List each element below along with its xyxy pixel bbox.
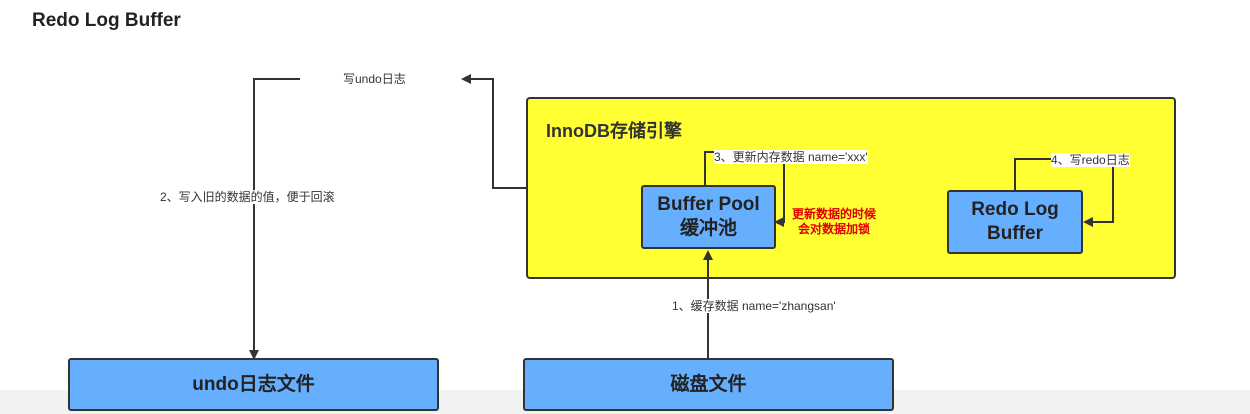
label-cache-data: 1、缓存数据 name='zhangsan' [672, 299, 836, 313]
label-write-redo-log: 4、写redo日志 [1051, 153, 1130, 167]
buffer-pool-subtitle: 缓冲池 [679, 218, 737, 239]
redo-log-buffer-node[interactable]: Redo Log Buffer [947, 190, 1083, 254]
lock-note: 更新数据的时候 会对数据加锁 [786, 207, 882, 237]
buffer-pool-node[interactable]: Buffer Pool 缓冲池 [641, 185, 776, 249]
arrow-engine-to-undo-log [461, 74, 526, 189]
innodb-engine-title: InnoDB存储引擎 [546, 121, 682, 141]
lock-note-line1: 更新数据的时候 [791, 207, 876, 221]
page-title: Redo Log Buffer [32, 10, 181, 31]
undo-log-file-node[interactable]: undo日志文件 [68, 358, 439, 411]
arrow-undo-log-to-undo-file [249, 78, 300, 360]
disk-file-label: 磁盘文件 [670, 373, 747, 395]
label-write-old-value: 2、写入旧的数据的值，便于回滚 [160, 190, 335, 204]
redo-log-buffer-subtitle: Buffer [987, 223, 1043, 244]
buffer-pool-title: Buffer Pool [657, 194, 760, 215]
label-write-undo-log: 写undo日志 [343, 72, 406, 86]
lock-note-line2: 会对数据加锁 [797, 222, 870, 236]
label-update-memory: 3、更新内存数据 name='xxx' [714, 150, 868, 164]
undo-log-file-label: undo日志文件 [192, 373, 315, 395]
disk-file-node[interactable]: 磁盘文件 [523, 358, 894, 411]
redo-log-buffer-title: Redo Log [971, 199, 1059, 220]
